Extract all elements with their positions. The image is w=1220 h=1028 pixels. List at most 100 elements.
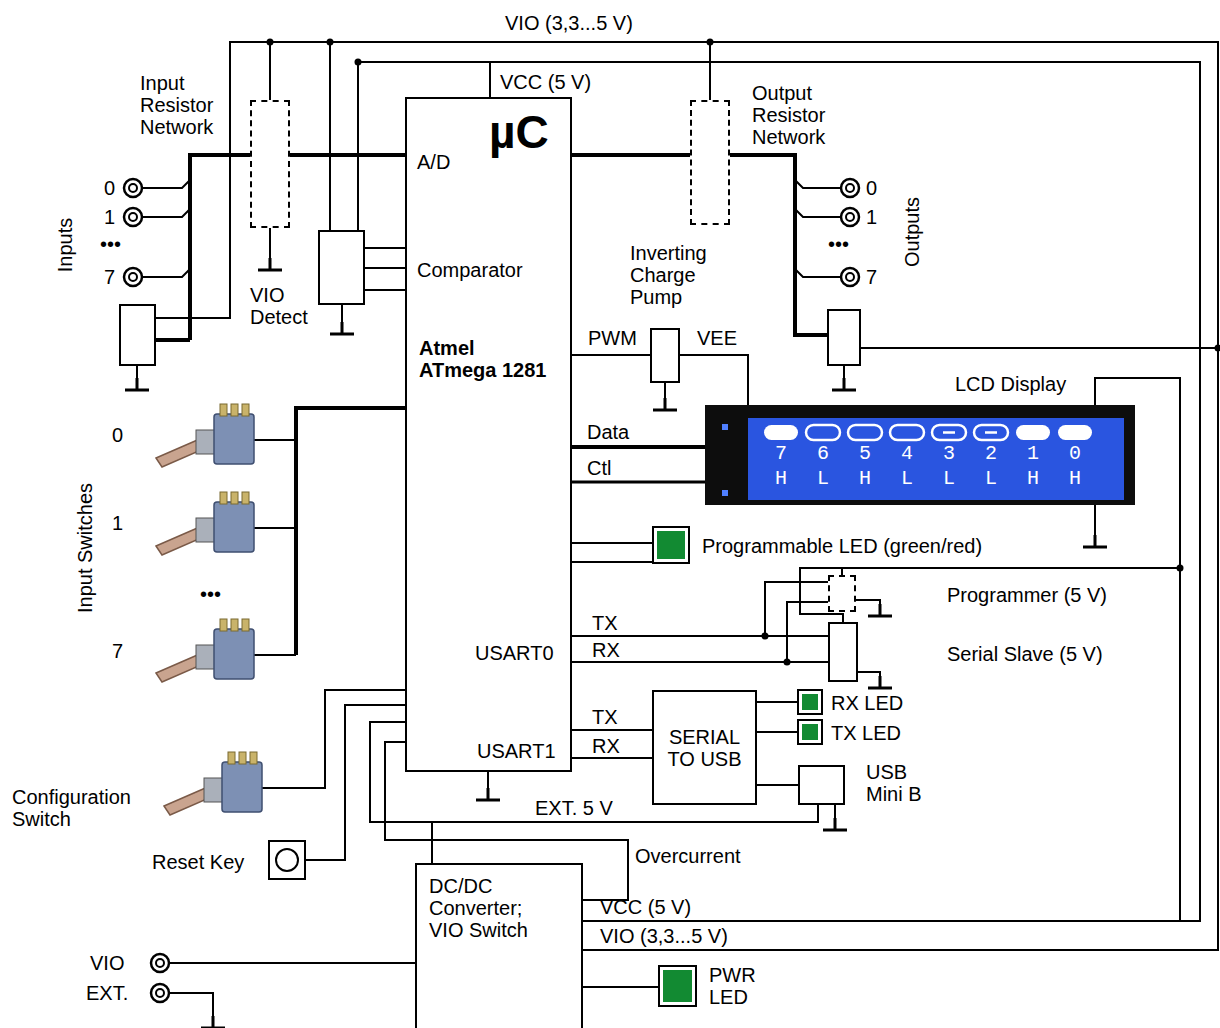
signal-label: PWM xyxy=(588,327,637,349)
node-label: SERIAL TO USB xyxy=(660,726,749,770)
pin-label: 7 xyxy=(104,266,115,288)
wire xyxy=(572,757,652,759)
node-label: USB Mini B xyxy=(866,761,928,805)
pin-label: EXT. xyxy=(86,982,128,1004)
lcd-panel xyxy=(806,425,840,440)
ground-symbol xyxy=(823,818,847,830)
node-label: Programmable LED (green/red) xyxy=(702,535,982,557)
node-label: LCD Display xyxy=(955,373,1066,395)
pin-label: 7 xyxy=(112,640,123,662)
wire xyxy=(795,180,841,277)
pin-label: 1 xyxy=(112,512,123,534)
node-text: H L H L L L H H xyxy=(775,468,1090,490)
lcd-panel xyxy=(764,425,1092,440)
signal-label: VEE xyxy=(697,327,737,349)
node-text: USART1 xyxy=(477,740,556,762)
wire xyxy=(583,42,1218,950)
node-label: Inverting Charge Pump xyxy=(630,242,730,308)
wire xyxy=(572,542,652,544)
wire xyxy=(572,481,705,484)
reset-key: Reset Key xyxy=(268,840,306,880)
node-label: VIO Detect xyxy=(250,284,316,328)
pin-label: Configuration Switch xyxy=(12,786,148,830)
pin-label: VIO (3,3...5 V) xyxy=(505,12,633,34)
wire xyxy=(365,248,405,290)
wire xyxy=(365,267,405,269)
lcd-panel xyxy=(764,425,798,440)
node-text: Atmel ATmega 1281 xyxy=(419,337,553,381)
group-label: Outputs xyxy=(901,197,923,267)
microcontroller: µCA/DComparatorAtmel ATmega 1281USART0US… xyxy=(405,97,572,772)
wire xyxy=(860,347,1218,349)
ground-symbol xyxy=(125,378,149,390)
node-label: µC xyxy=(489,107,549,157)
wire xyxy=(572,153,690,157)
wire xyxy=(270,42,1218,950)
toggle-switch xyxy=(156,492,254,555)
pin-label: 1 xyxy=(104,206,115,228)
ground-symbol xyxy=(868,676,892,688)
signal-label: EXT. 5 V xyxy=(535,797,613,819)
lcd-panel xyxy=(1016,425,1050,440)
ground-symbol xyxy=(201,1016,225,1028)
signal-label: TX xyxy=(592,612,618,634)
converter-box: SERIAL TO USB xyxy=(652,690,757,805)
wire xyxy=(757,731,797,733)
wire xyxy=(572,729,652,731)
led: RX LED xyxy=(797,689,823,715)
bus xyxy=(296,408,405,655)
wire xyxy=(572,561,652,563)
usb-connector: USB Mini B xyxy=(798,765,845,805)
connector-jack xyxy=(841,179,859,197)
node-label: PWR LED xyxy=(709,964,759,1008)
wire xyxy=(680,355,748,405)
signal-label: Ctl xyxy=(587,457,611,479)
ground-symbol xyxy=(653,398,677,410)
detector-box: VIO Detect xyxy=(318,230,365,305)
signal-label: Overcurrent xyxy=(635,845,741,867)
wire xyxy=(800,568,1180,622)
signal-label: VCC (5 V) xyxy=(600,896,691,918)
wire xyxy=(137,42,1218,1020)
bus xyxy=(730,155,828,335)
pin-label: 7 xyxy=(866,266,877,288)
pin-label: VIO xyxy=(90,952,124,974)
wire xyxy=(572,582,828,636)
ground-symbol xyxy=(476,788,500,800)
signal-label: RX xyxy=(592,639,620,661)
resistor-network: Output Resistor Network xyxy=(690,100,730,225)
wire xyxy=(432,805,818,863)
connector-jack xyxy=(151,984,169,1002)
wire xyxy=(254,440,296,655)
wire xyxy=(169,963,415,1020)
signal-label: TX xyxy=(592,706,618,728)
toggle-switch xyxy=(156,404,254,467)
pin-label: ••• xyxy=(200,583,221,605)
lcd-panel xyxy=(722,490,728,496)
toggle-switch xyxy=(156,619,254,682)
wire xyxy=(572,445,705,449)
connector-jack xyxy=(151,954,169,972)
connector-jack xyxy=(841,208,859,226)
programmer-box: Programmer (5 V) xyxy=(828,575,856,612)
node-label: Output Resistor Network xyxy=(752,82,844,148)
node-text: 7 6 5 4 3 2 1 0 xyxy=(775,443,1090,465)
pin-label: ••• xyxy=(100,233,121,255)
wire xyxy=(137,228,1095,818)
connector-jack xyxy=(124,208,142,226)
node-label: Serial Slave (5 V) xyxy=(947,643,1103,665)
pin-label: 0 xyxy=(104,177,115,199)
wire xyxy=(572,354,650,356)
signal-label: VIO (3,3...5 V) xyxy=(600,925,728,947)
node-label: DC/DC Converter; VIO Switch xyxy=(429,875,549,941)
lcd-panel xyxy=(748,418,1124,500)
toggle-switch xyxy=(156,404,262,815)
connector-jack xyxy=(841,268,859,286)
node-text: USART0 xyxy=(475,642,554,664)
wire xyxy=(490,62,1200,921)
connector-jack xyxy=(124,179,142,197)
wire xyxy=(757,701,797,703)
resistor-network: Input Resistor Network xyxy=(250,100,290,228)
